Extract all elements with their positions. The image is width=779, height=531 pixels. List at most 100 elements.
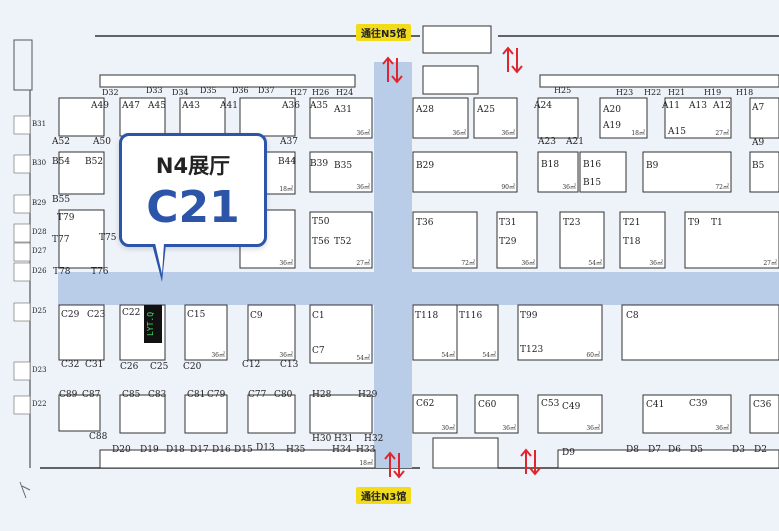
booth-label: H27 (290, 88, 307, 97)
booth-label: C32 (61, 360, 79, 370)
booth-44[interactable] (537, 394, 603, 434)
booth-7[interactable] (537, 97, 579, 139)
booth-40[interactable] (247, 394, 296, 434)
left-booth[interactable] (13, 194, 31, 214)
booth-48[interactable] (557, 449, 779, 469)
booth-30[interactable] (184, 304, 228, 361)
booth-area: 54㎡ (588, 259, 602, 267)
booth-area: 72㎡ (461, 259, 475, 267)
booth-label: A49 (90, 101, 109, 111)
left-booth[interactable] (13, 242, 31, 262)
booth-43[interactable] (474, 394, 519, 434)
booth-15[interactable] (412, 151, 518, 193)
top-row-booth-1[interactable] (539, 74, 779, 88)
booth-26[interactable] (619, 211, 666, 269)
booth-38[interactable] (119, 394, 166, 434)
booth-3[interactable] (239, 97, 296, 137)
left-booth[interactable] (13, 395, 31, 415)
left-booth-label: B30 (32, 159, 46, 167)
booth-label: C23 (87, 310, 106, 320)
booth-5[interactable] (412, 97, 469, 139)
booth-41[interactable] (309, 394, 373, 434)
booth-label: H18 (736, 88, 753, 97)
booth-label: T76 (91, 267, 109, 277)
booth-label: B16 (583, 160, 601, 170)
booth-label: A13 (688, 101, 707, 111)
booth-label: D13 (256, 443, 275, 453)
booth-8[interactable] (599, 97, 648, 139)
booth-label: T75 (99, 233, 117, 243)
booth-label: H32 (364, 434, 383, 444)
booth-20[interactable] (58, 209, 105, 269)
booth-37[interactable] (58, 394, 101, 432)
booth-label: C60 (478, 400, 497, 410)
booth-34[interactable] (456, 304, 499, 361)
top-row-booth-0[interactable] (99, 74, 356, 88)
booth-19[interactable] (749, 151, 779, 193)
booth-area: 60㎡ (586, 351, 600, 359)
booth-area: 36㎡ (452, 129, 466, 137)
booth-16[interactable] (537, 151, 579, 193)
booth-1[interactable] (119, 97, 166, 137)
booth-0[interactable] (58, 97, 105, 137)
booth-39[interactable] (184, 394, 228, 434)
booth-32[interactable] (309, 304, 373, 364)
booth-14[interactable] (309, 151, 373, 193)
booth-27[interactable] (684, 211, 779, 269)
booth-label: A52 (51, 137, 70, 147)
left-booth[interactable] (13, 262, 31, 282)
booth-33[interactable] (412, 304, 458, 361)
booth-24[interactable] (496, 211, 538, 269)
booth-47[interactable] (99, 449, 376, 469)
booth-area: 36㎡ (279, 259, 293, 267)
booth-label: B39 (310, 159, 328, 169)
left-booth[interactable] (13, 302, 31, 322)
booth-label: A47 (121, 101, 140, 111)
gate-to-n5[interactable]: 通往N5馆 (356, 24, 412, 41)
booth-23[interactable] (412, 211, 478, 269)
booth-22[interactable] (309, 211, 373, 269)
left-booth[interactable] (13, 115, 31, 135)
booth-45[interactable] (642, 394, 732, 434)
booth-area: 27㎡ (356, 259, 370, 267)
booth-2[interactable] (179, 97, 226, 137)
booth-46[interactable] (749, 394, 779, 434)
booth-label: C89 (59, 390, 78, 400)
booth-label: C22 (122, 308, 140, 318)
booth-4[interactable] (309, 97, 373, 139)
booth-11[interactable] (58, 151, 105, 195)
arrow-down-icon (393, 453, 405, 479)
booth-label: A11 (661, 101, 680, 111)
left-booth-label: D26 (32, 267, 47, 275)
booth-18[interactable] (642, 151, 732, 193)
booth-area: 36㎡ (356, 129, 370, 137)
booth-area: 36㎡ (715, 424, 729, 432)
left-booth[interactable] (13, 154, 31, 174)
booth-area: 18㎡ (279, 185, 293, 193)
vertical-aisle (374, 62, 412, 468)
booth-25[interactable] (559, 211, 605, 269)
booth-label: D37 (258, 86, 275, 95)
booth-17[interactable] (579, 151, 627, 193)
horizontal-aisle (58, 272, 779, 305)
booth-35[interactable] (517, 304, 603, 361)
booth-42[interactable] (412, 394, 458, 434)
booth-6[interactable] (473, 97, 518, 139)
booth-label: H31 (334, 434, 353, 444)
booth-label: A19 (602, 121, 621, 131)
booth-label: C1 (312, 311, 325, 321)
booth-area: 36㎡ (649, 259, 663, 267)
booth-28[interactable] (58, 304, 105, 361)
gate-to-n3[interactable]: 通往N3馆 (356, 487, 412, 504)
left-booth[interactable] (13, 223, 31, 243)
booth-31[interactable] (247, 304, 296, 361)
booth-label: B52 (85, 157, 103, 167)
booth-36[interactable] (621, 304, 779, 361)
booth-label: C85 (122, 390, 141, 400)
highlighted-booth-c21[interactable] (144, 305, 162, 343)
booth-label: T18 (623, 237, 641, 247)
left-booth[interactable] (13, 361, 31, 381)
booth-10[interactable] (749, 97, 779, 139)
booth-9[interactable] (664, 97, 732, 139)
